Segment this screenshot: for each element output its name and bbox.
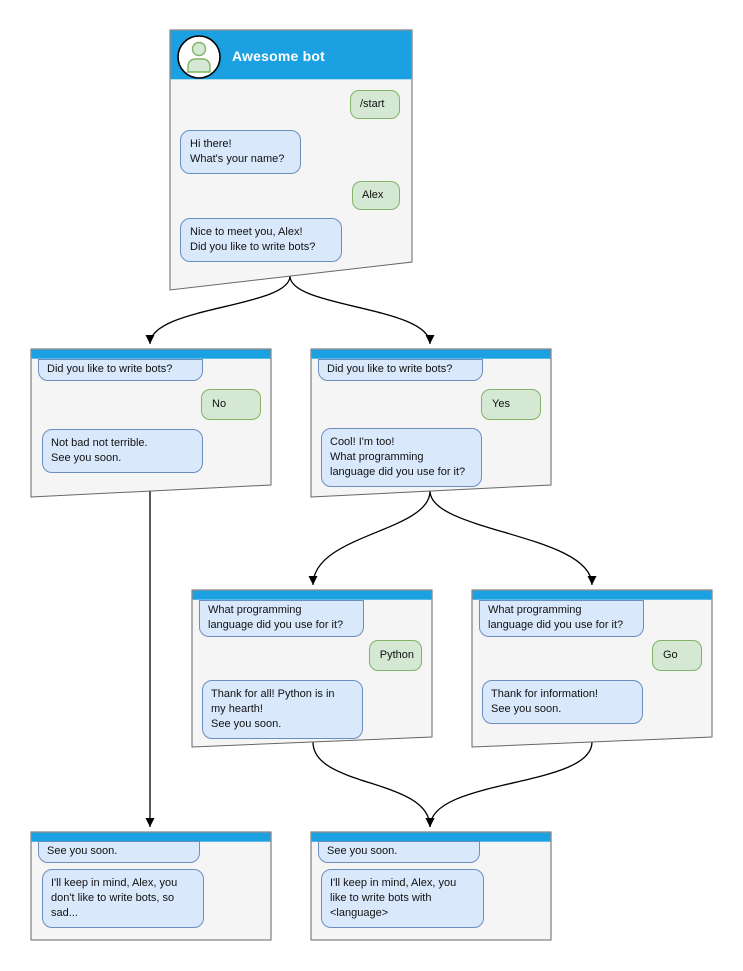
window-header: [311, 832, 551, 842]
bot-message-bubble: Not bad not terrible. See you soon.: [42, 429, 203, 473]
edge-branch-yes-to-lang-go: [429, 490, 597, 586]
avatar-body-icon: [187, 58, 211, 73]
user-message-bubble: /start: [350, 90, 400, 119]
bot-message-bubble: What programming language did you use fo…: [199, 600, 364, 637]
edge-lang-go-to-end-yes: [425, 741, 593, 828]
user-message-bubble: Go: [652, 640, 702, 671]
edge-start-to-branch-yes: [289, 275, 435, 345]
bot-message-bubble: See you soon.: [318, 841, 480, 863]
window-header: [472, 590, 712, 600]
window-header: [31, 349, 271, 359]
bot-message-bubble: See you soon.: [38, 841, 200, 863]
bot-message-bubble: Hi there! What's your name?: [180, 130, 301, 174]
window-header: [192, 590, 432, 600]
window-header: [31, 832, 271, 842]
edge-lang-python-to-end-yes: [312, 741, 435, 828]
bot-message-bubble: Nice to meet you, Alex! Did you like to …: [180, 218, 342, 262]
bot-message-bubble: Did you like to write bots?: [38, 359, 203, 381]
edge-branch-yes-to-lang-python: [308, 490, 431, 586]
user-message-bubble: Alex: [352, 181, 400, 210]
window-title: Awesome bot: [232, 48, 325, 64]
bot-message-bubble: Did you like to write bots?: [318, 359, 483, 381]
bot-message-bubble: What programming language did you use fo…: [479, 600, 644, 637]
bot-message-bubble: Thank for all! Python is in my hearth! S…: [202, 680, 363, 739]
user-message-bubble: Python: [368, 640, 422, 671]
window-header: [311, 349, 551, 359]
bot-message-bubble: I'll keep in mind, Alex, you don't like …: [42, 869, 204, 928]
user-message-bubble: Yes: [481, 389, 541, 420]
bot-message-bubble: Cool! I'm too! What programming language…: [321, 428, 482, 487]
bot-message-bubble: I'll keep in mind, Alex, you like to wri…: [321, 869, 484, 928]
edge-start-to-branch-no: [145, 275, 291, 345]
user-message-bubble: No: [201, 389, 261, 420]
bot-message-bubble: Thank for information! See you soon.: [482, 680, 643, 724]
avatar-head-icon: [191, 41, 207, 57]
